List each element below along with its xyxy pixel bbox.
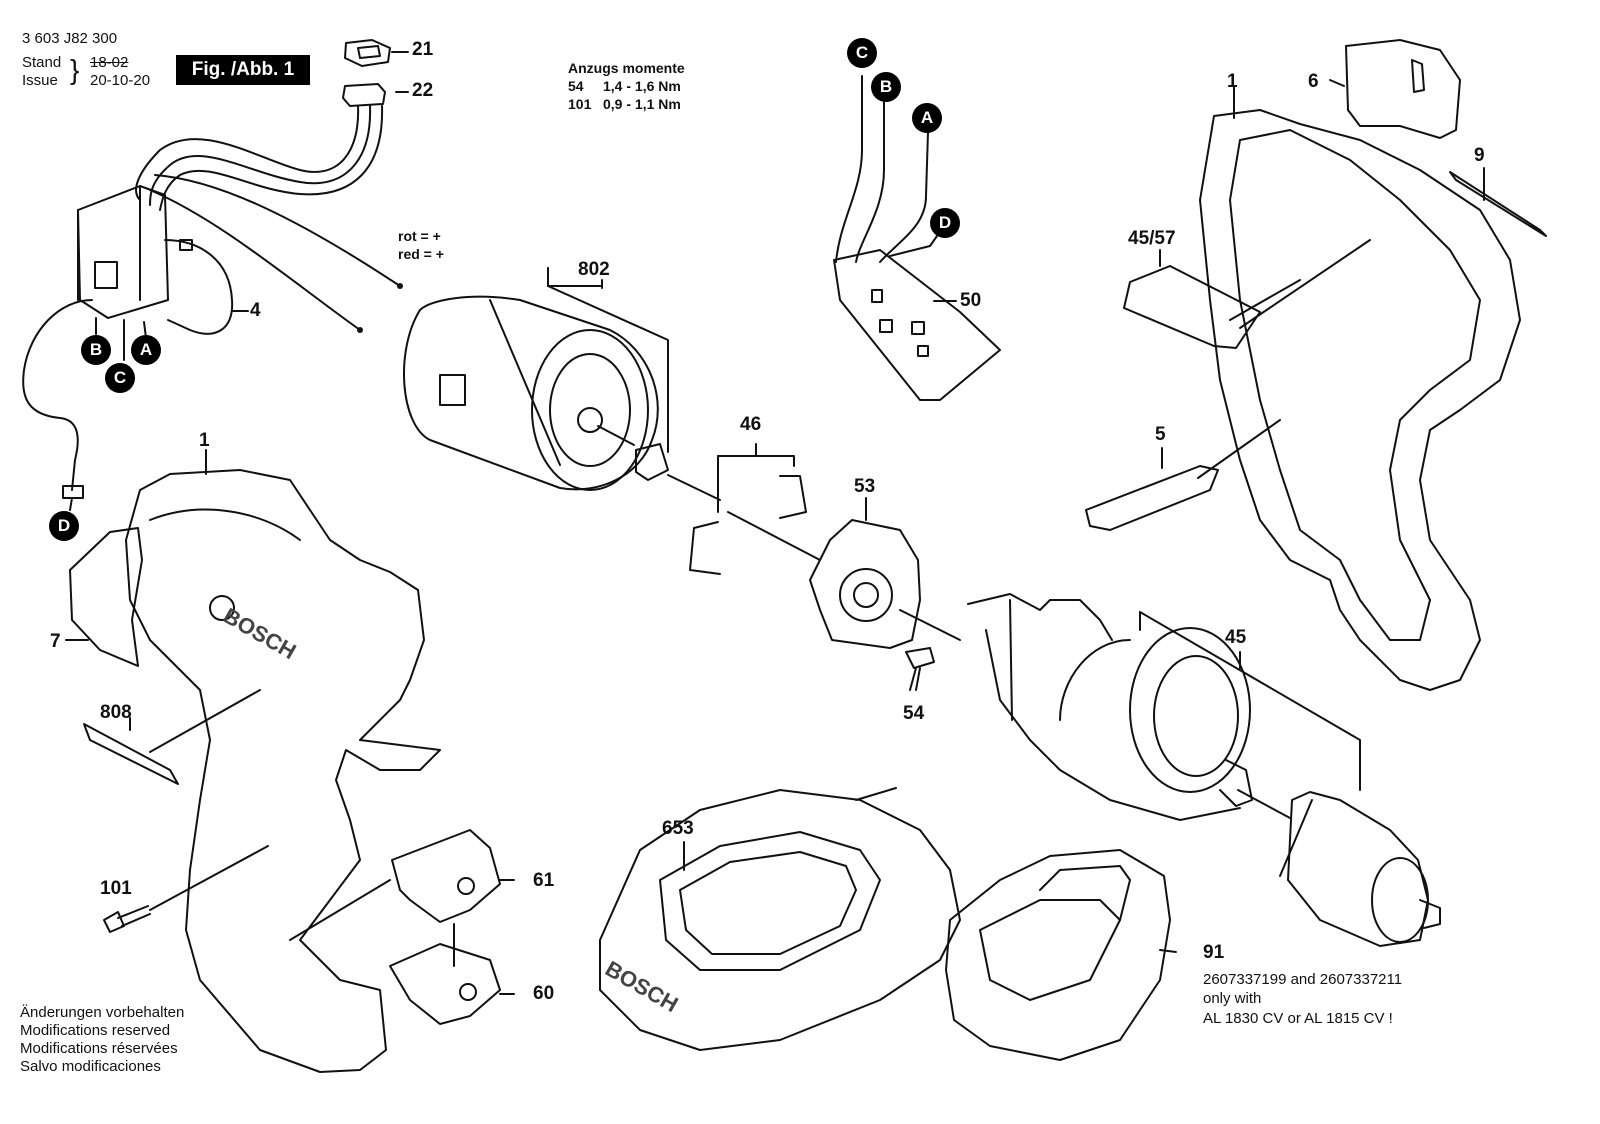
issue-label: Issue: [22, 72, 58, 89]
battery-note-line1: 2607337199 and 2607337211: [1203, 971, 1403, 988]
torque-row-part: 54: [568, 78, 584, 94]
issue-value: 20-10-20: [90, 72, 151, 89]
part-46-clips: [689, 443, 807, 575]
callout-45-57: 45/57: [1128, 228, 1176, 249]
connector-b-badge: B: [81, 335, 111, 365]
connector-d-badge: D: [49, 511, 79, 541]
callout-60: 60: [533, 983, 555, 1004]
stand-value: 18-02: [90, 54, 129, 71]
footer-line: Modifications reserved: [20, 1022, 171, 1039]
callout-802: 802: [578, 259, 610, 280]
callout-808: 808: [100, 702, 132, 723]
battery-note-line3: AL 1830 CV or AL 1815 CV !: [1203, 1010, 1393, 1027]
wire-note-red: red = +: [398, 246, 444, 262]
part-45-gearbox: [967, 593, 1291, 821]
callout-54: 54: [903, 703, 925, 724]
connector-a-badge: A: [131, 335, 161, 365]
housing-right-half: [1197, 85, 1521, 691]
callout-7: 7: [50, 631, 61, 652]
stand-label: Stand: [22, 54, 62, 71]
callout-45: 45: [1225, 627, 1247, 648]
figure-label: Fig. /Abb. 1: [176, 55, 310, 85]
callout-6: 6: [1308, 71, 1319, 92]
callout-9: 9: [1474, 145, 1485, 166]
wire-note-rot: rot = +: [398, 228, 441, 244]
callout-61: 61: [533, 870, 555, 891]
torque-row-value: 0,9 - 1,1 Nm: [603, 96, 681, 112]
part-21-connector: [344, 39, 391, 67]
footer-line: Salvo modificaciones: [20, 1058, 161, 1075]
connector-b-badge: B: [871, 72, 901, 102]
footer-line: Änderungen vorbehalten: [20, 1004, 185, 1021]
callout-22: 22: [412, 80, 434, 101]
part-4-switch: [77, 185, 249, 335]
part-50-pcb: [833, 249, 1001, 401]
part-60-contact: [289, 879, 515, 1025]
part-22-connector: [342, 51, 409, 107]
callout-5: 5: [1155, 424, 1166, 445]
housing-left-half: [125, 449, 441, 1073]
torque-title: Anzugs momente: [568, 60, 685, 76]
connector-a-badge: A: [912, 103, 942, 133]
part-9-strip: [1449, 171, 1547, 237]
connector-c-badge: C: [847, 38, 877, 68]
callout-50: 50: [960, 290, 982, 311]
callout-653: 653: [662, 818, 694, 839]
torque-row-part: 101: [568, 96, 592, 112]
callout-1-top: 1: [1227, 71, 1238, 92]
part-7-cap: [65, 527, 143, 667]
chuck: [1279, 791, 1441, 947]
callout-46: 46: [740, 414, 762, 435]
callout-21: 21: [412, 39, 434, 60]
torque-row-value: 1,4 - 1,6 Nm: [603, 78, 681, 94]
part-number: 3 603 J82 300: [22, 30, 118, 47]
part-53-plate: [809, 497, 921, 649]
part-6-cap: [1329, 39, 1461, 139]
part-808-strip: [83, 723, 179, 785]
brace-glyph: }: [70, 54, 80, 85]
connector-c-badge: C: [105, 363, 135, 393]
callout-53: 53: [854, 476, 876, 497]
callout-91: 91: [1203, 942, 1225, 963]
callout-101: 101: [100, 878, 132, 899]
part-653-charger: [599, 787, 961, 1051]
footer-line: Modifications réservées: [20, 1040, 178, 1057]
part-5-cover: [1085, 447, 1219, 531]
part-802-motor: [403, 295, 669, 491]
part-45-57-plate: [1123, 249, 1301, 349]
part-91-battery: [945, 849, 1177, 1061]
part-61-contact: [391, 829, 515, 923]
callout-4: 4: [250, 300, 261, 321]
connector-d-badge: D: [930, 208, 960, 238]
battery-note-line2: only with: [1203, 990, 1262, 1007]
part-101-screw: [103, 845, 269, 933]
callout-1-left: 1: [199, 430, 210, 451]
part-54-screw: [905, 647, 935, 691]
